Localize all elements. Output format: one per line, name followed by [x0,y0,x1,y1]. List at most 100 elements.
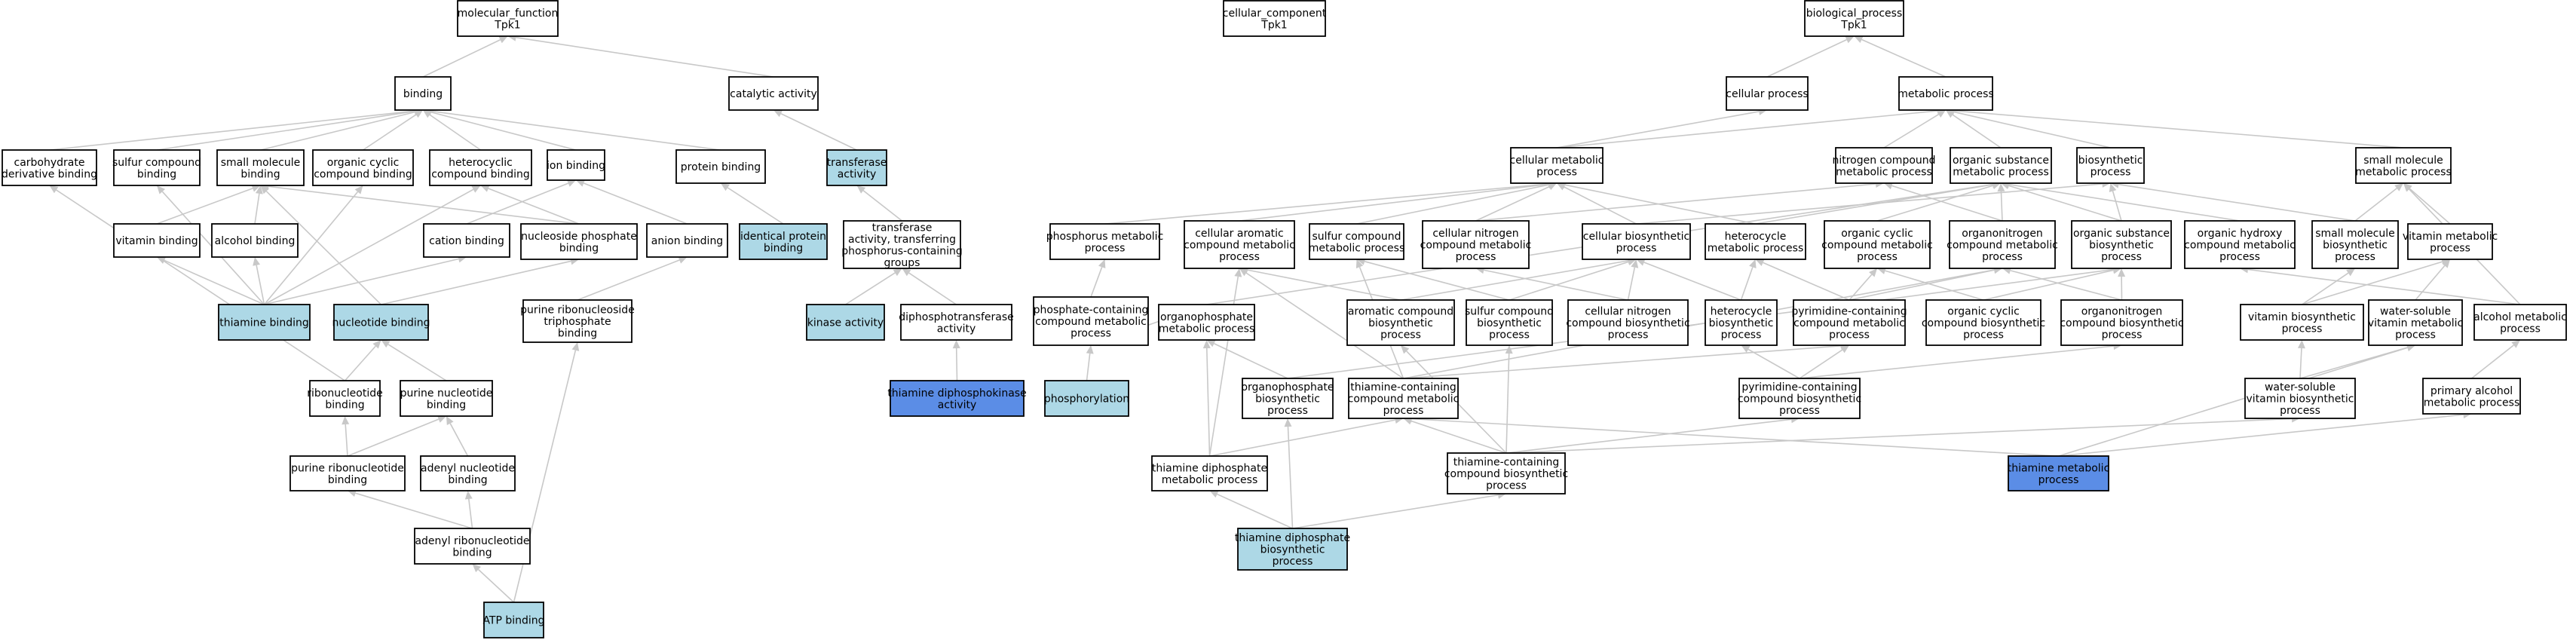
edge-vitamin-biosynthetic-process-to-small-molecule-biosynthetic-process [2302,272,2349,305]
go-term-metabolic-process[interactable]: metabolic process [1898,76,1994,111]
term-label-line: activity [937,323,976,335]
term-label-line: kinase activity [807,317,884,329]
term-label-line: phosphorus-containing [841,245,963,257]
edge-thiamine-diphosphate-metabolic-process-to-thiamine-containing-compound-metabolic-process [1209,419,1395,457]
term-label-line: heterocycle [1711,306,1772,318]
arrowhead [480,185,490,192]
go-term-cation-binding[interactable]: cation binding [423,223,510,258]
arrowhead [255,185,263,194]
term-label-line: organonitrogen [1962,228,2043,240]
term-box [1242,378,1334,419]
arrowhead [1209,491,1219,498]
term-label-line: process [2038,474,2079,486]
go-term-phosphorylation[interactable]: phosphorylation [1044,380,1129,417]
edge-thiamine-diphosphate-biosynthetic-process-to-thiamine-diphosphate-metabolic-process [1217,493,1293,529]
go-term-kinase-activity[interactable]: kinase activity [806,304,885,341]
go-term-catalytic-activity[interactable]: catalytic activity [728,76,819,111]
term-box [400,380,493,417]
term-label-line: process [1273,556,1313,568]
term-box [1738,378,1861,419]
arrowhead [471,185,481,193]
edge-nucleoside-phosphate-binding-to-small-molecule-binding [268,185,580,225]
edge-thiamine-containing-compound-biosynthetic-process-to-water-soluble-vitamin-biosynthetic-process [1505,418,2293,454]
term-label-line: small molecule [2363,155,2443,167]
go-term-atp-binding[interactable]: ATP binding [482,602,545,638]
term-label-line: process [2219,251,2260,263]
go-term-anion-binding[interactable]: anion binding [646,223,728,258]
edge-adenyl-ribonucleotide-binding-to-adenyl-nucleotide-binding [468,498,473,529]
go-term-nucleotide-binding[interactable]: nucleotide binding [332,304,430,341]
arrowhead [566,179,576,187]
go-term-alcohol-binding[interactable]: alcohol binding [211,223,299,258]
term-label-line: biosynthetic [1477,317,1542,329]
go-term-vitamin-binding[interactable]: vitamin binding [113,223,201,258]
edge-organic-cyclic-compound-metabolic-process-to-organic-substance-metabolic-process [1876,185,1993,222]
edge-thiamine-diphosphate-biosynthetic-process-to-thiamine-containing-compound-biosynthetic-process [1292,494,1499,529]
go-term-binding[interactable]: binding [394,76,452,111]
go-term-ion-binding[interactable]: ion binding [547,149,605,181]
go-term-thiamine-binding[interactable]: thiamine binding [218,304,311,341]
term-label-line: process [2500,323,2541,335]
go-term-protein-binding[interactable]: protein binding [675,149,766,184]
go-term-cellular-process[interactable]: cellular process [1726,76,1809,111]
